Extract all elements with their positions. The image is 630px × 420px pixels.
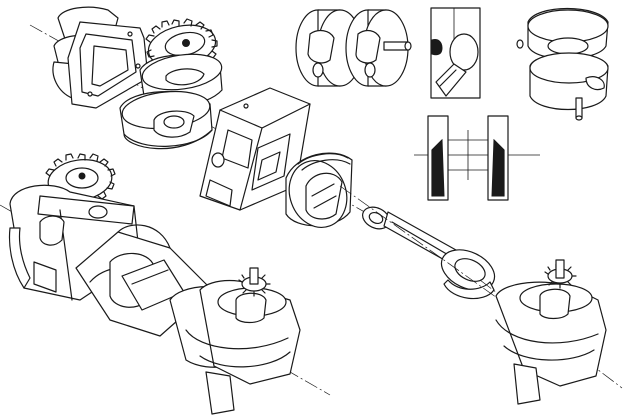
section-view-bottom [414,115,540,201]
engine-block [199,87,311,211]
piston [285,152,353,228]
connecting-rod [339,185,501,301]
crankcase-halves [52,6,149,109]
assembled-upper-left [0,153,331,415]
rotary-valve-detail [295,9,412,87]
assembled-lower-right [479,259,623,405]
valve-disc-assembled [516,8,609,121]
section-view-top [430,7,481,99]
cam-disc [119,53,223,150]
